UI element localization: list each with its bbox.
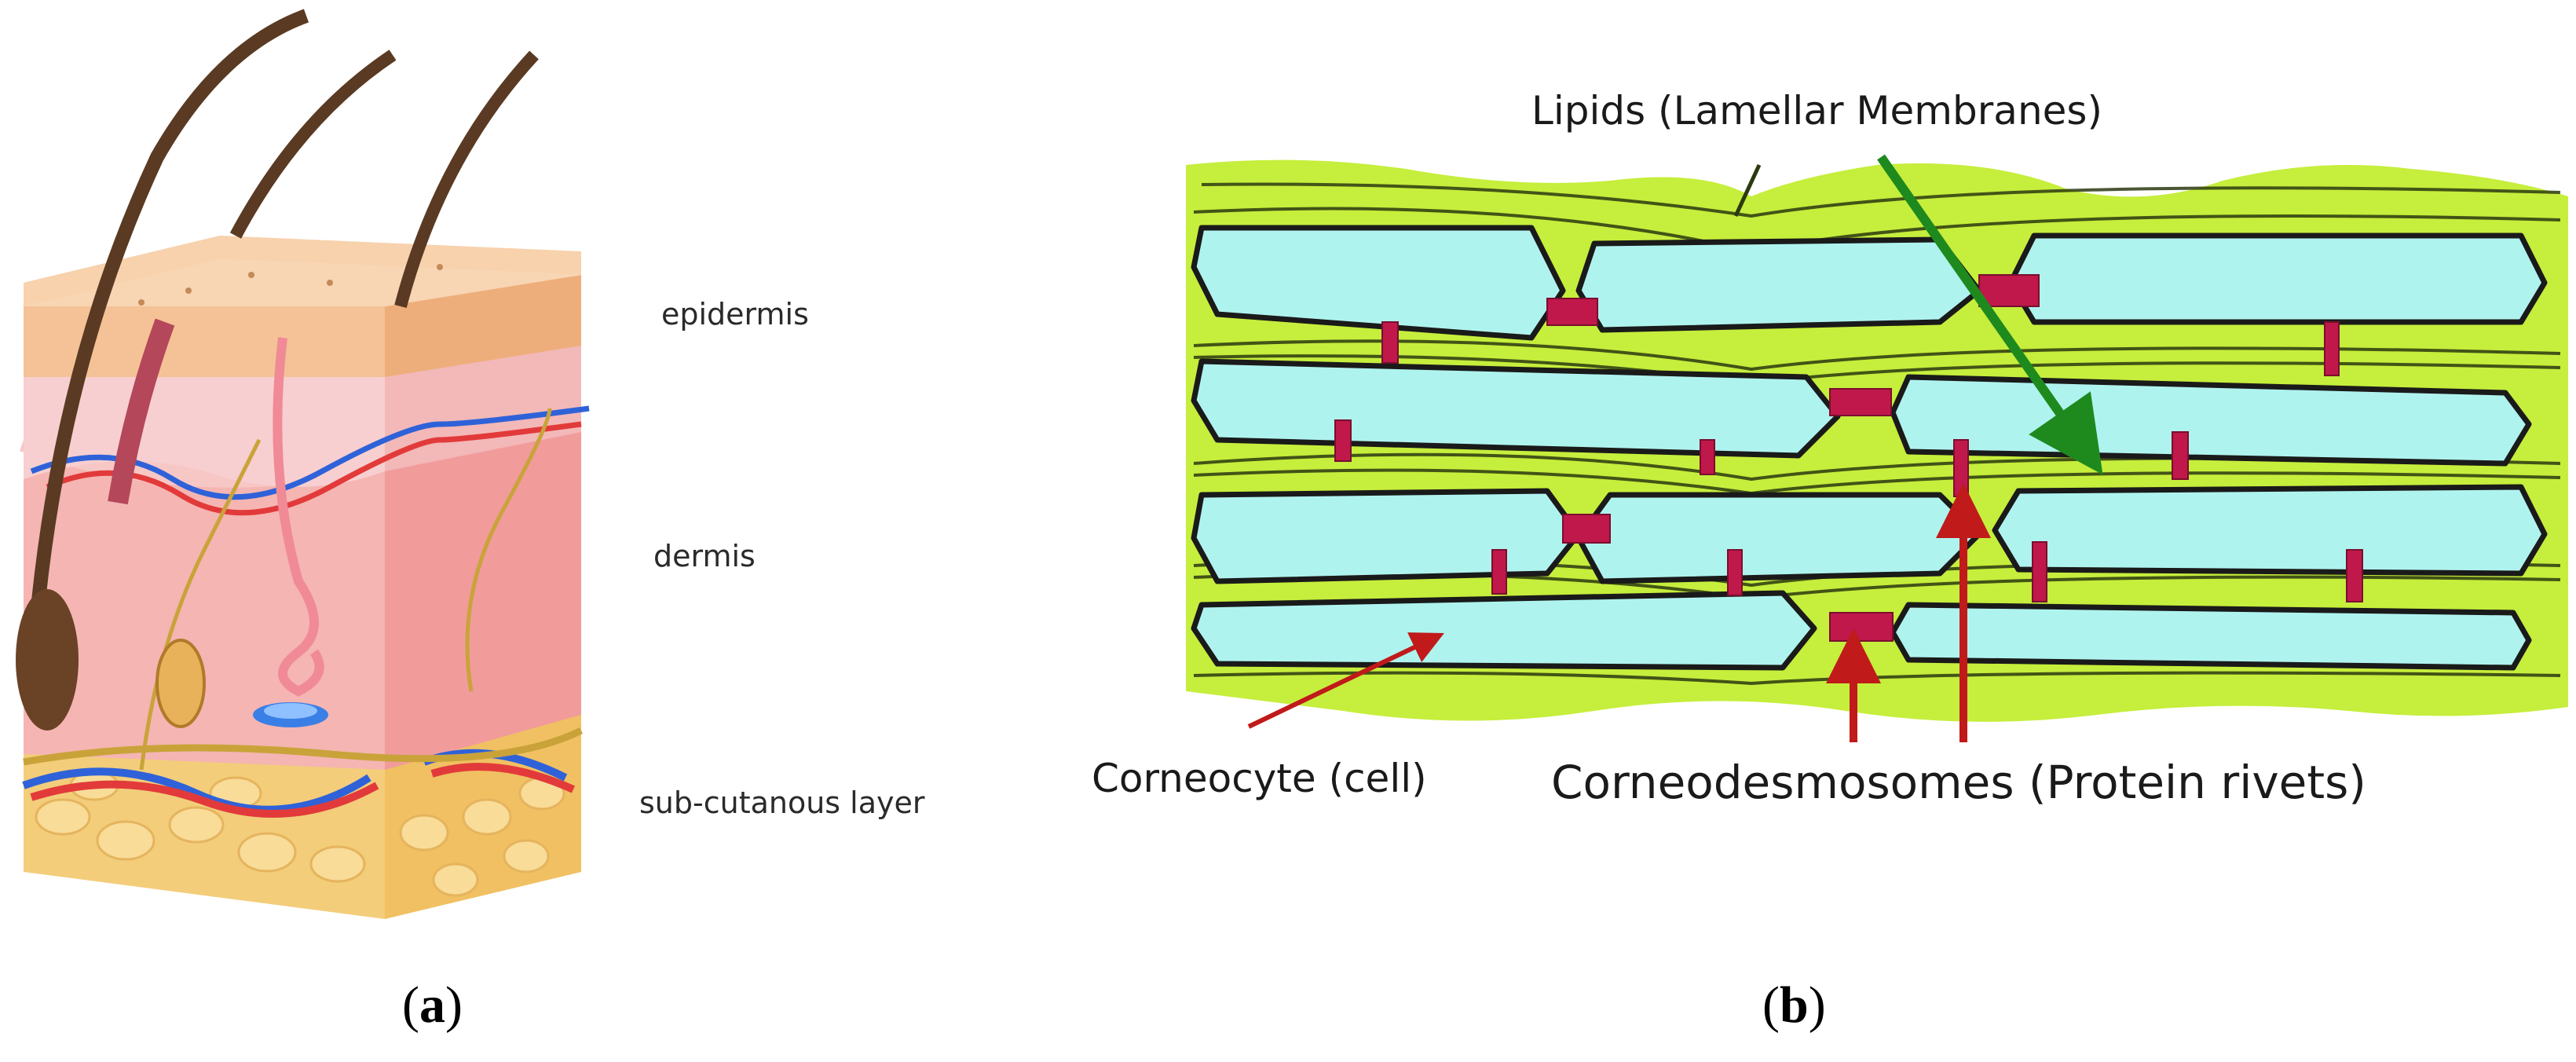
rivet (1562, 514, 1611, 544)
corneocyte-label: Corneocyte (cell) (1092, 756, 1427, 801)
corneodesmosome-rivets (1334, 274, 2363, 642)
subcutaneous-label: sub-cutanous layer (639, 786, 925, 820)
rivet (2324, 321, 2340, 376)
epidermis-label: epidermis (661, 297, 809, 331)
corneocyte-cell (1890, 374, 2532, 467)
panel-b-letter: (b) (1762, 976, 1826, 1034)
rivet (1491, 549, 1507, 595)
rivet (1546, 298, 1598, 326)
nerve-fibers (23, 408, 584, 771)
rivet (1829, 388, 1892, 416)
rivet (2032, 541, 2047, 602)
panel-a: epidermis dermis sub-cutanous layer (a) (0, 0, 966, 1062)
pores (138, 264, 443, 306)
sebaceous-gland (156, 639, 206, 728)
hair-shafts (16, 9, 539, 731)
panel-a-letter: (a) (402, 976, 463, 1034)
rivet (1334, 419, 1352, 462)
corneocyte-cell (1575, 236, 1982, 333)
panel-b: Lipids (Lamellar Membranes) Corneocyte (… (966, 0, 2576, 1062)
lipids-pointer-arrow (1877, 154, 2103, 475)
pacinian-receptor (253, 702, 328, 727)
dermis-label: dermis (653, 539, 756, 573)
corneocyte-cell (1575, 492, 1982, 584)
skin-cross-section-illustration (16, 9, 590, 919)
corneocyte-cell (1191, 590, 1817, 671)
corneodesmosomes-label: Corneodesmosomes (Protein rivets) (1551, 756, 2366, 809)
rivet (2346, 549, 2363, 602)
rivet (1700, 439, 1715, 475)
corneocyte-cell (1890, 602, 2532, 671)
rivet (1953, 439, 1969, 497)
lipids-label: Lipids (Lamellar Membranes) (1531, 88, 2102, 134)
epidermis-layer (24, 236, 581, 377)
sweat-gland (273, 337, 324, 697)
corneocyte-cell (1992, 484, 2548, 577)
rivet (1727, 549, 1743, 596)
rivet (1829, 612, 1894, 642)
stratum-corneum-diagram (1186, 154, 2568, 742)
corneocyte-cell (1191, 225, 1566, 341)
corneocytes (1191, 225, 2548, 671)
corneocyte-cell (1191, 358, 1841, 459)
corneocyte-cell (1191, 488, 1582, 584)
rivet (1381, 321, 1399, 364)
rivet (2172, 431, 2189, 480)
rivet (1978, 274, 2040, 307)
lipids-tick (1733, 163, 1762, 218)
corneocyte-cell (2007, 233, 2548, 325)
corneocyte-pointer-arrow (1247, 632, 1444, 729)
